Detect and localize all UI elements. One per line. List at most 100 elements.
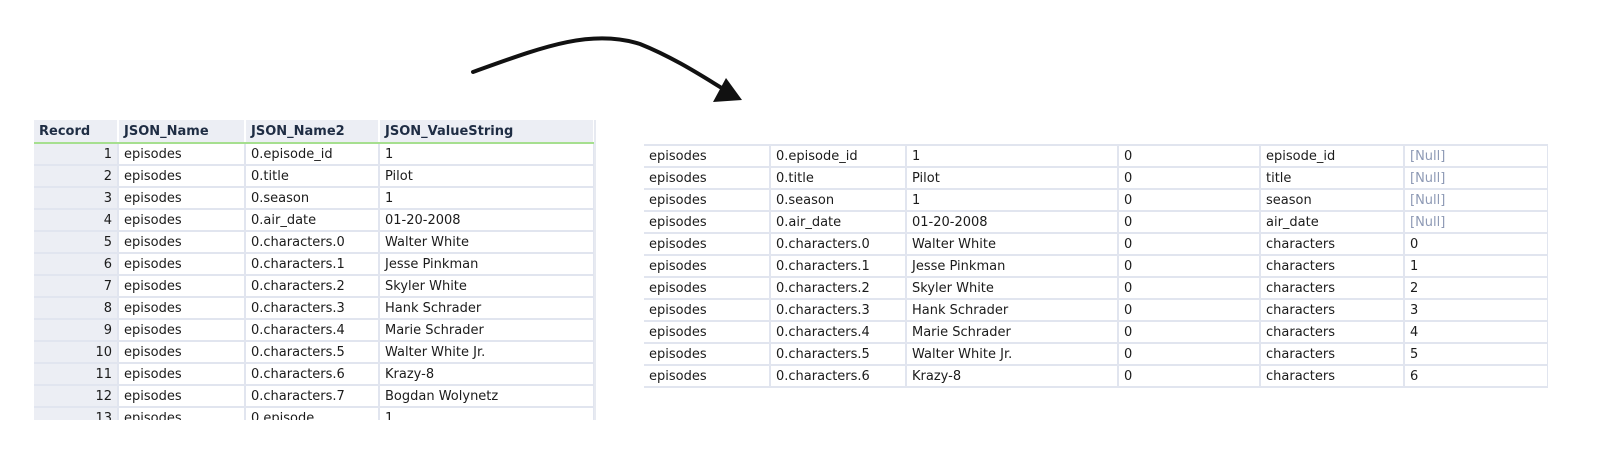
record-number-cell[interactable]: 6 bbox=[34, 253, 119, 276]
table-cell[interactable]: 6 bbox=[1404, 365, 1548, 388]
table-cell[interactable]: 4 bbox=[1404, 321, 1548, 344]
table-cell[interactable]: Walter White bbox=[906, 233, 1119, 256]
table-cell[interactable]: air_date bbox=[1260, 211, 1405, 234]
table-cell[interactable]: episodes bbox=[118, 209, 246, 232]
record-number-cell[interactable]: 10 bbox=[34, 341, 119, 364]
table-cell[interactable]: 1 bbox=[379, 143, 594, 166]
table-cell[interactable]: 1 bbox=[906, 144, 1119, 168]
table-cell[interactable]: 0 bbox=[1118, 144, 1261, 168]
table-cell[interactable]: title bbox=[1260, 167, 1405, 190]
table-cell[interactable]: Skyler White bbox=[379, 275, 594, 298]
record-number-cell[interactable]: 11 bbox=[34, 363, 119, 386]
record-number-cell[interactable]: 3 bbox=[34, 187, 119, 210]
table-cell[interactable]: 0.characters.7 bbox=[245, 385, 380, 408]
table-cell[interactable]: episodes bbox=[118, 341, 246, 364]
table-cell[interactable]: 0 bbox=[1118, 167, 1261, 190]
left-data-grid[interactable]: Record JSON_Name JSON_Name2 JSON_ValueSt… bbox=[34, 120, 596, 420]
table-cell[interactable]: episodes bbox=[118, 385, 246, 408]
table-cell[interactable]: 0.characters.1 bbox=[770, 255, 907, 278]
table-cell[interactable]: 0.season bbox=[245, 187, 380, 210]
table-cell[interactable]: 0 bbox=[1118, 321, 1261, 344]
table-cell[interactable]: 0.characters.1 bbox=[245, 253, 380, 276]
table-cell[interactable]: Jesse Pinkman bbox=[906, 255, 1119, 278]
table-cell[interactable]: Skyler White bbox=[906, 277, 1119, 300]
table-cell[interactable]: 0.title bbox=[245, 165, 380, 188]
table-cell[interactable]: 0 bbox=[1118, 211, 1261, 234]
table-cell[interactable]: episodes bbox=[644, 189, 771, 212]
table-cell[interactable]: season bbox=[1260, 189, 1405, 212]
table-cell[interactable]: 0.characters.3 bbox=[770, 299, 907, 322]
table-cell[interactable]: Walter White Jr. bbox=[379, 341, 594, 364]
table-cell[interactable]: characters bbox=[1260, 255, 1405, 278]
table-cell[interactable]: 0.characters.2 bbox=[770, 277, 907, 300]
table-cell[interactable]: 0 bbox=[1118, 277, 1261, 300]
table-cell[interactable]: 1 bbox=[379, 187, 594, 210]
table-cell[interactable]: episodes bbox=[644, 365, 771, 388]
table-cell[interactable]: 0 bbox=[1118, 255, 1261, 278]
table-cell[interactable]: episodes bbox=[118, 319, 246, 342]
table-cell[interactable]: episodes bbox=[644, 343, 771, 366]
table-cell[interactable]: Marie Schrader bbox=[379, 319, 594, 342]
record-number-cell[interactable]: 1 bbox=[34, 143, 119, 166]
table-cell[interactable]: 1 bbox=[379, 407, 594, 420]
table-cell[interactable]: characters bbox=[1260, 233, 1405, 256]
table-cell[interactable]: 0 bbox=[1118, 189, 1261, 212]
table-cell[interactable]: 0.characters.5 bbox=[245, 341, 380, 364]
record-number-cell[interactable]: 8 bbox=[34, 297, 119, 320]
table-cell[interactable]: characters bbox=[1260, 277, 1405, 300]
table-cell[interactable]: 0.characters.5 bbox=[770, 343, 907, 366]
table-cell[interactable]: Hank Schrader bbox=[906, 299, 1119, 322]
table-cell[interactable]: 0 bbox=[1118, 343, 1261, 366]
table-cell[interactable]: characters bbox=[1260, 343, 1405, 366]
table-cell[interactable]: episodes bbox=[644, 255, 771, 278]
table-cell[interactable]: episodes bbox=[118, 143, 246, 166]
table-cell[interactable]: episodes bbox=[118, 275, 246, 298]
table-cell[interactable]: [Null] bbox=[1404, 144, 1548, 168]
table-cell[interactable]: Bogdan Wolynetz bbox=[379, 385, 594, 408]
table-cell[interactable]: 0 bbox=[1404, 233, 1548, 256]
column-header-json-name[interactable]: JSON_Name bbox=[118, 120, 246, 144]
table-cell[interactable]: 1 bbox=[1404, 255, 1548, 278]
table-cell[interactable]: 0.air_date bbox=[770, 211, 907, 234]
table-cell[interactable]: 0.characters.4 bbox=[245, 319, 380, 342]
table-cell[interactable]: episodes bbox=[118, 363, 246, 386]
table-cell[interactable]: episodes bbox=[644, 277, 771, 300]
table-cell[interactable]: 0.episode bbox=[245, 407, 380, 420]
table-cell[interactable]: 0.characters.2 bbox=[245, 275, 380, 298]
table-cell[interactable]: episodes bbox=[644, 144, 771, 168]
table-cell[interactable]: 01-20-2008 bbox=[379, 209, 594, 232]
record-number-cell[interactable]: 4 bbox=[34, 209, 119, 232]
table-cell[interactable]: Krazy-8 bbox=[379, 363, 594, 386]
table-cell[interactable]: 0.characters.4 bbox=[770, 321, 907, 344]
record-number-cell[interactable]: 5 bbox=[34, 231, 119, 254]
table-cell[interactable]: 0.characters.6 bbox=[245, 363, 380, 386]
table-cell[interactable]: Pilot bbox=[906, 167, 1119, 190]
table-cell[interactable]: 0 bbox=[1118, 233, 1261, 256]
record-number-cell[interactable]: 13 bbox=[34, 407, 119, 420]
table-cell[interactable]: Walter White Jr. bbox=[906, 343, 1119, 366]
table-cell[interactable]: [Null] bbox=[1404, 189, 1548, 212]
table-cell[interactable]: 01-20-2008 bbox=[906, 211, 1119, 234]
column-header-json-name2[interactable]: JSON_Name2 bbox=[245, 120, 380, 144]
table-cell[interactable]: 3 bbox=[1404, 299, 1548, 322]
